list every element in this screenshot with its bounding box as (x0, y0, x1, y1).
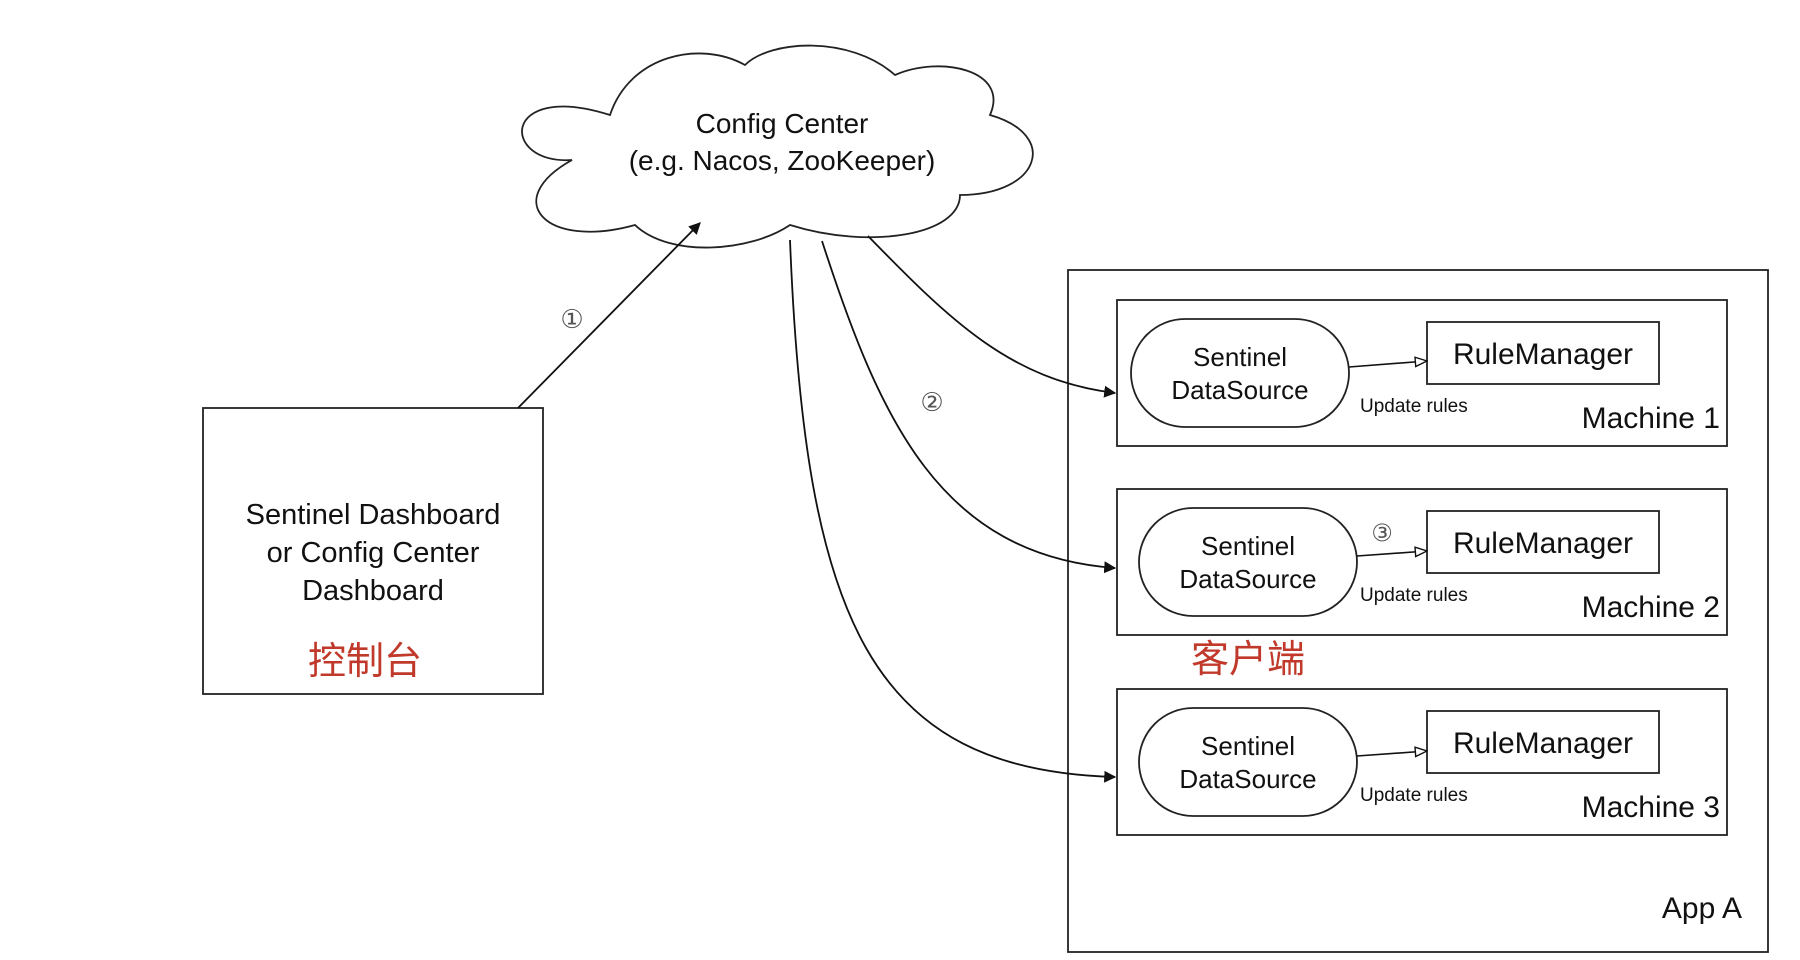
app-cn-label: 客户端 (1191, 637, 1305, 681)
machine-3-rulemanager-box (1426, 710, 1660, 774)
arrow-config-center-to-machine-2 (821, 240, 1117, 574)
machine-1-datasource-shape (1130, 318, 1350, 428)
machine-3-datasource-shape (1138, 707, 1358, 817)
dashboard-label-line3: Dashboard (302, 575, 444, 607)
machine-1-rulemanager-label: RuleManager (1453, 338, 1633, 371)
machine-2: Sentinel DataSource RuleManager ③ Update… (1116, 488, 1728, 636)
step-one-label: ① (560, 304, 583, 334)
machine-1-name: Machine 1 (1582, 402, 1720, 435)
cloud-shape (521, 44, 1034, 249)
step-three-label: ③ (1371, 520, 1393, 547)
dashboard-label-line1: Sentinel Dashboard (246, 499, 501, 531)
dashboard-box: Sentinel Dashboard or Config Center Dash… (202, 407, 544, 695)
machine-1-datasource-line2: DataSource (1171, 375, 1308, 405)
machine-3: Sentinel DataSource RuleManager Update r… (1116, 688, 1728, 836)
machine-3-rulemanager-label: RuleManager (1453, 727, 1633, 760)
machine-2-update-arrow (1356, 551, 1427, 556)
arrow-config-center-to-machine-3 (789, 239, 1117, 783)
machine-2-rulemanager-box (1426, 510, 1660, 574)
app-title: App A (1662, 892, 1742, 925)
step-two-label: ② (920, 387, 943, 417)
machine-2-datasource-line2: DataSource (1179, 564, 1316, 594)
arrow-dashboard-to-config-center (517, 222, 701, 409)
machine-2-datasource-shape (1138, 507, 1358, 617)
machine-1-update-arrow (1348, 361, 1427, 368)
dashboard-cn-label: 控制台 (308, 639, 422, 683)
config-center-cloud: Config Center (e.g. Nacos, ZooKeeper) (521, 44, 1034, 249)
app-container: App A 客户端 (1067, 269, 1769, 953)
machine-1-update-label: Update rules (1360, 396, 1468, 417)
cloud-title: Config Center (696, 108, 869, 139)
machine-2-rulemanager-label: RuleManager (1453, 527, 1633, 560)
machine-3-datasource-line2: DataSource (1179, 764, 1316, 794)
arrow-config-center-to-machine-1 (867, 235, 1117, 398)
machine-3-name: Machine 3 (1582, 791, 1720, 824)
machine-3-datasource-line1: Sentinel (1201, 731, 1295, 761)
machine-1-datasource-line1: Sentinel (1193, 342, 1287, 372)
cloud-subtitle: (e.g. Nacos, ZooKeeper) (629, 145, 936, 176)
machine-2-update-label: Update rules (1360, 585, 1468, 606)
machine-1: Sentinel DataSource RuleManager Update r… (1116, 299, 1728, 447)
machine-2-datasource-line1: Sentinel (1201, 531, 1295, 561)
machine-3-update-arrow (1356, 751, 1427, 756)
machine-1-rulemanager-box (1426, 321, 1660, 385)
machine-3-update-label: Update rules (1360, 785, 1468, 806)
dashboard-label-line2: or Config Center (267, 537, 480, 569)
machine-2-name: Machine 2 (1582, 591, 1720, 624)
